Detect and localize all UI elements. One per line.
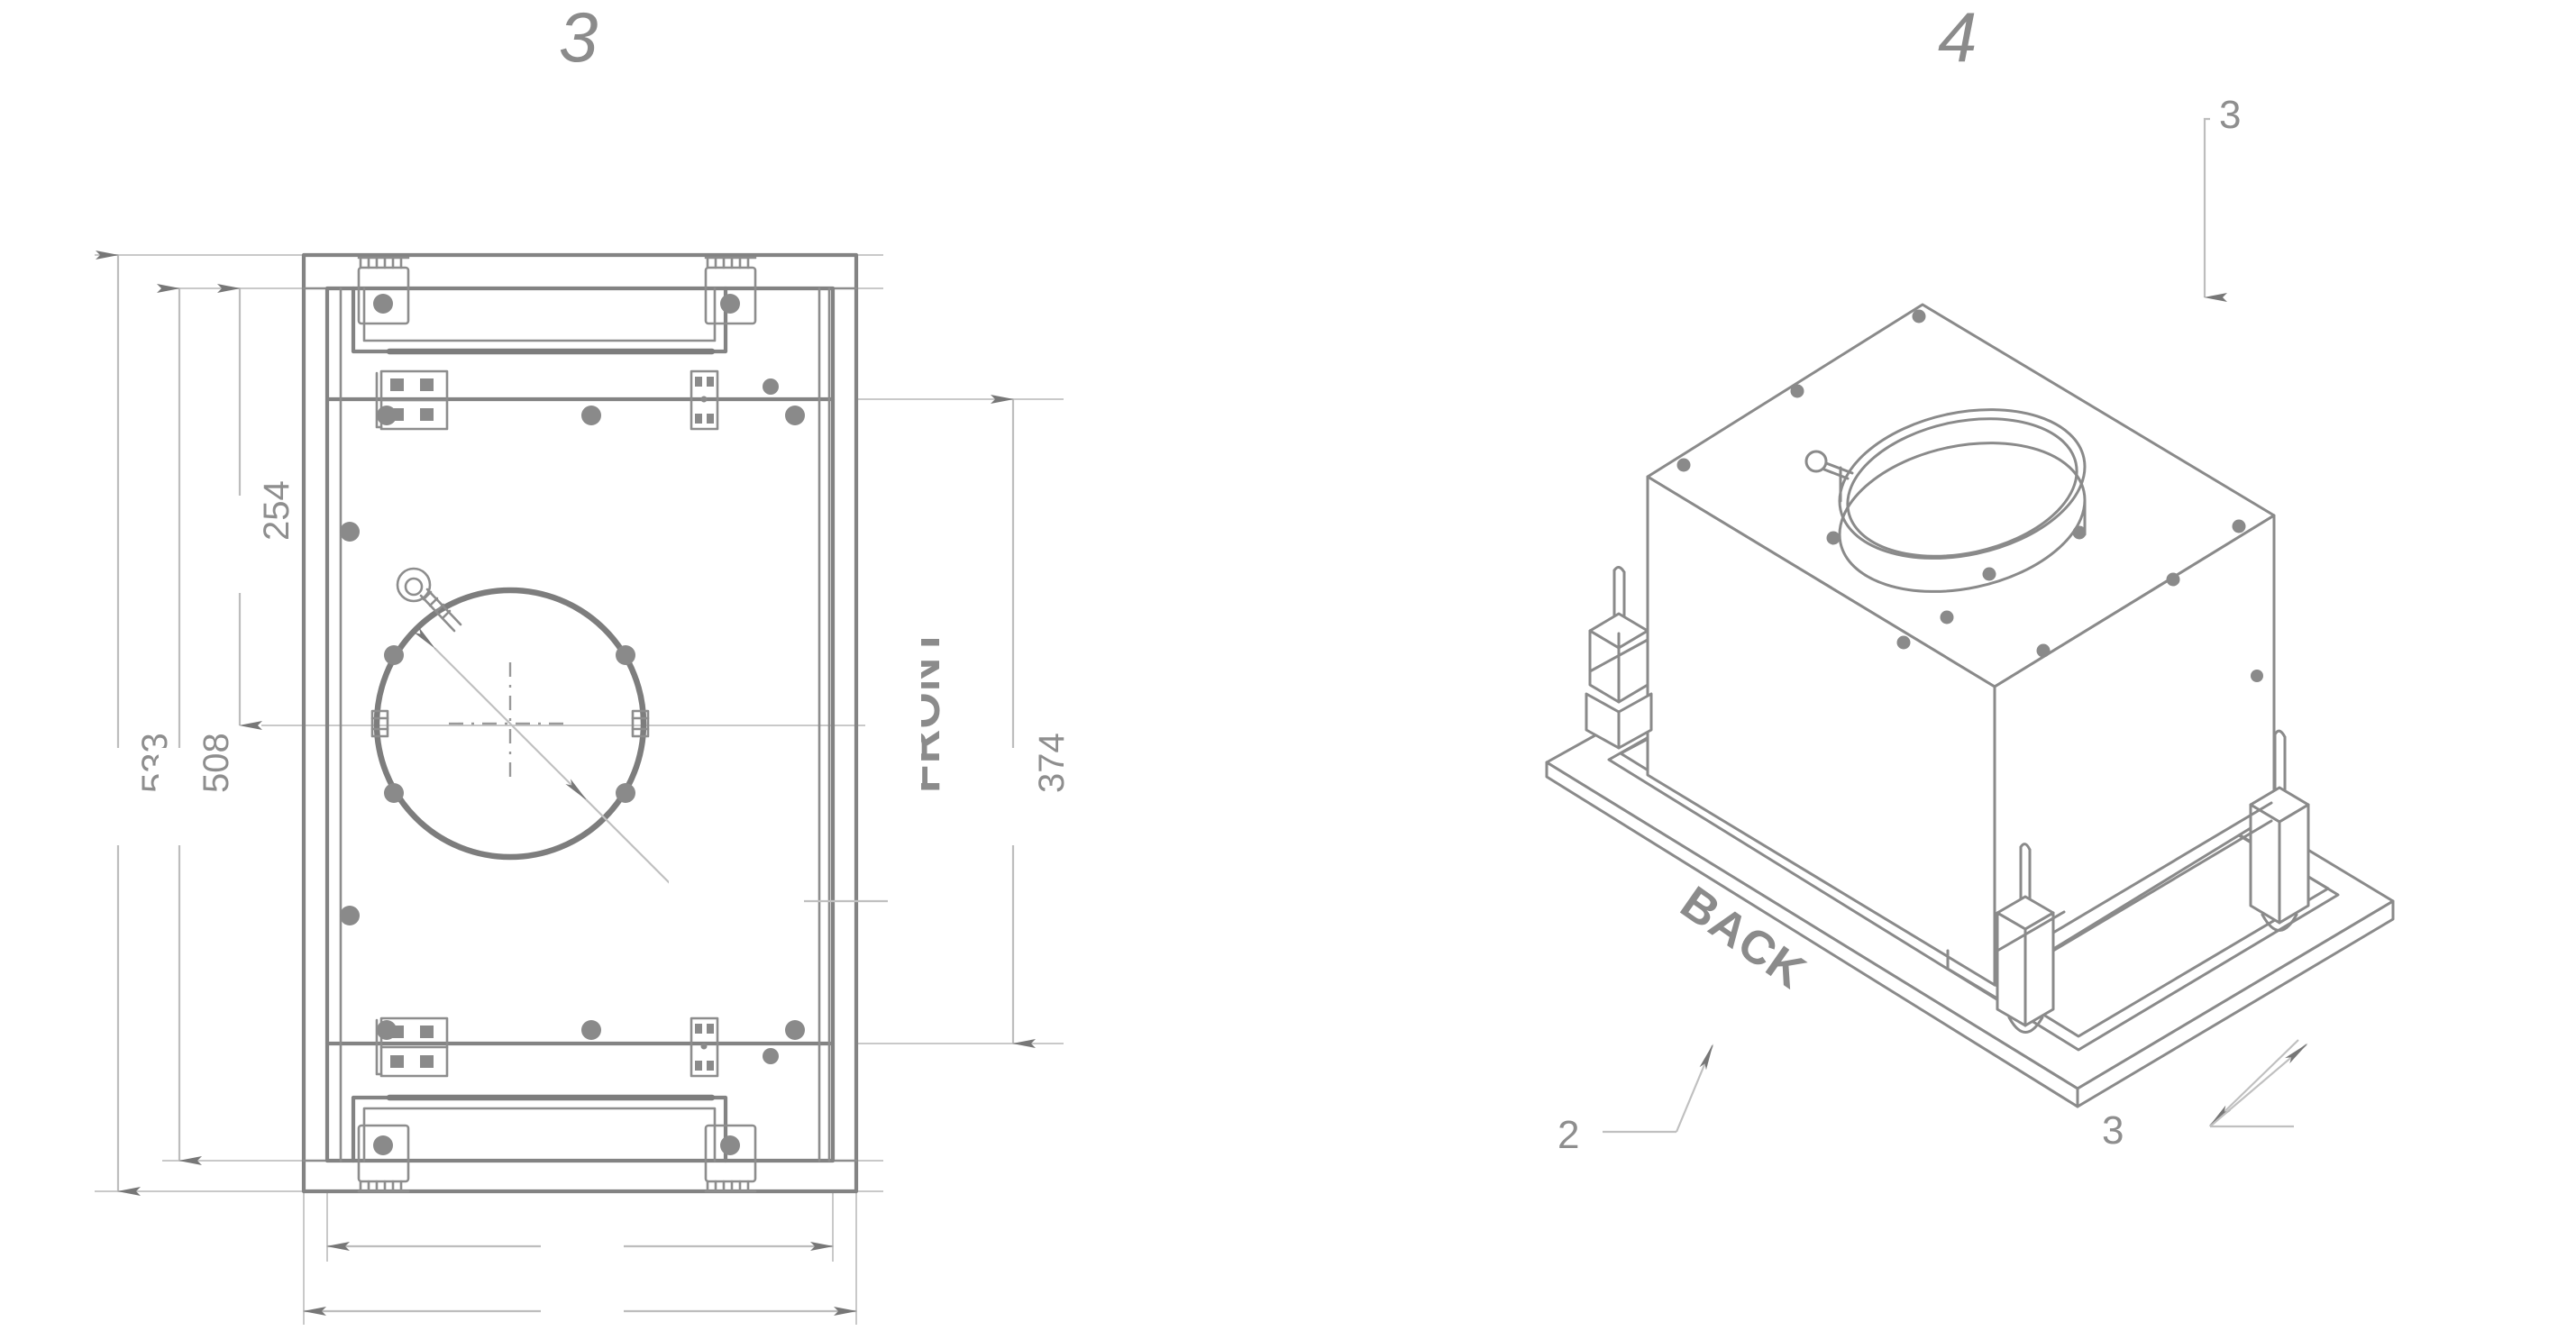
duct-clamp-screw <box>396 567 462 633</box>
top-small-connector <box>690 369 719 431</box>
plan-horizontal-dims <box>303 1221 857 1334</box>
view-4-region[interactable] <box>1487 90 2443 1244</box>
top-bracket-rail <box>351 286 728 355</box>
view-3-region[interactable] <box>90 234 1082 1334</box>
iso-spring-clip-front <box>1996 843 2055 1034</box>
iso-view-geometry <box>1545 117 2395 1134</box>
top-terminal-block <box>375 369 449 431</box>
panel-screw-dots <box>340 406 805 1040</box>
iso-spring-clip-left <box>1585 566 1653 750</box>
balloon-label-2: 2 <box>1557 1113 1580 1157</box>
plan-view-geometry <box>95 251 1064 1334</box>
top-right-clip <box>704 256 757 325</box>
iso-clip-rails <box>1946 801 2273 1000</box>
plan-vertical-dims <box>96 251 262 1196</box>
balloon-leader-2[interactable] <box>1603 1044 1714 1134</box>
iso-duct-collar <box>1804 408 2087 593</box>
iso-spring-clip-right <box>2249 729 2310 932</box>
top-left-clip <box>357 256 410 325</box>
iso-top-screws <box>1676 309 2246 658</box>
balloon-leader-1[interactable] <box>2208 1039 2308 1128</box>
bottom-right-clip <box>704 1124 757 1193</box>
iso-side-screws <box>2251 670 2263 682</box>
bottom-small-connector <box>690 1016 719 1078</box>
duct-side-tabs <box>370 709 650 738</box>
bottom-left-clip <box>357 1124 410 1193</box>
plan-right-dim <box>991 395 1036 1048</box>
iso-box-body <box>1646 303 2276 987</box>
view-title-3: 3 <box>559 0 598 77</box>
view-arrow-3[interactable] <box>2203 117 2227 302</box>
view-arrow-top-label-3: 3 <box>2219 93 2242 137</box>
iso-collar-clamp <box>1804 450 1854 480</box>
view-arrow-label-3: 3 <box>2102 1108 2124 1153</box>
bottom-bracket-rail <box>351 1094 728 1163</box>
view-title-4: 4 <box>1938 0 1978 77</box>
